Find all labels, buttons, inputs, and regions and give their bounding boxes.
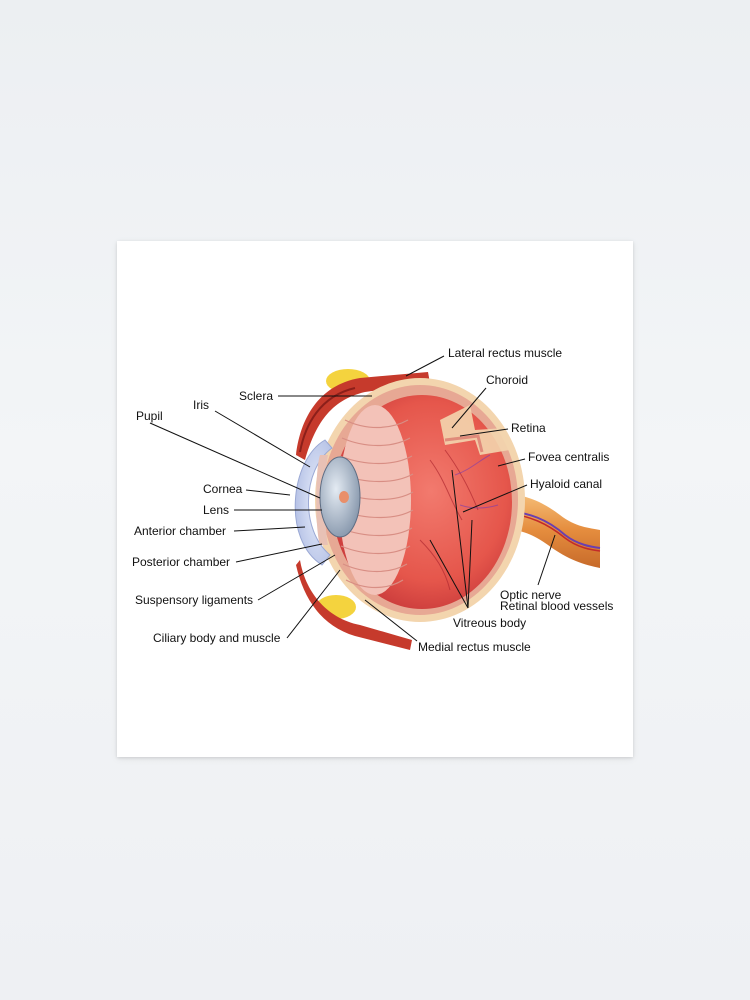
label-lens: Lens	[203, 503, 229, 517]
label-pupil: Pupil	[136, 409, 163, 423]
label-lateral-rectus-muscle: Lateral rectus muscle	[448, 346, 562, 360]
label-retina: Retina	[511, 421, 546, 435]
label-optic-nerve: Optic nerve	[500, 588, 562, 602]
label-medial-rectus-muscle: Medial rectus muscle	[418, 640, 531, 654]
label-fovea-centralis: Fovea centralis	[528, 450, 609, 464]
label-sclera: Sclera	[239, 389, 273, 403]
leader-lines	[149, 355, 556, 642]
label-suspensory-ligaments: Suspensory ligaments	[135, 593, 253, 607]
lateral-rectus-muscle-shape	[296, 372, 430, 460]
label-cornea: Cornea	[203, 482, 243, 496]
label-hyaloid-canal: Hyaloid canal	[530, 477, 602, 491]
label-choroid: Choroid	[486, 373, 528, 387]
label-anterior-chamber: Anterior chamber	[134, 524, 226, 538]
label-ciliary-body-and-muscle: Ciliary body and muscle	[153, 631, 281, 645]
label-iris: Iris	[193, 398, 209, 412]
cutaway-layers	[440, 405, 510, 455]
lens-shape	[319, 456, 361, 538]
label-vitreous-body: Vitreous body	[453, 616, 526, 630]
label-posterior-chamber: Posterior chamber	[132, 555, 230, 569]
label-retinal-blood-vessels: Retinal blood vessels	[500, 599, 613, 613]
medial-rectus-muscle-shape	[296, 560, 412, 650]
